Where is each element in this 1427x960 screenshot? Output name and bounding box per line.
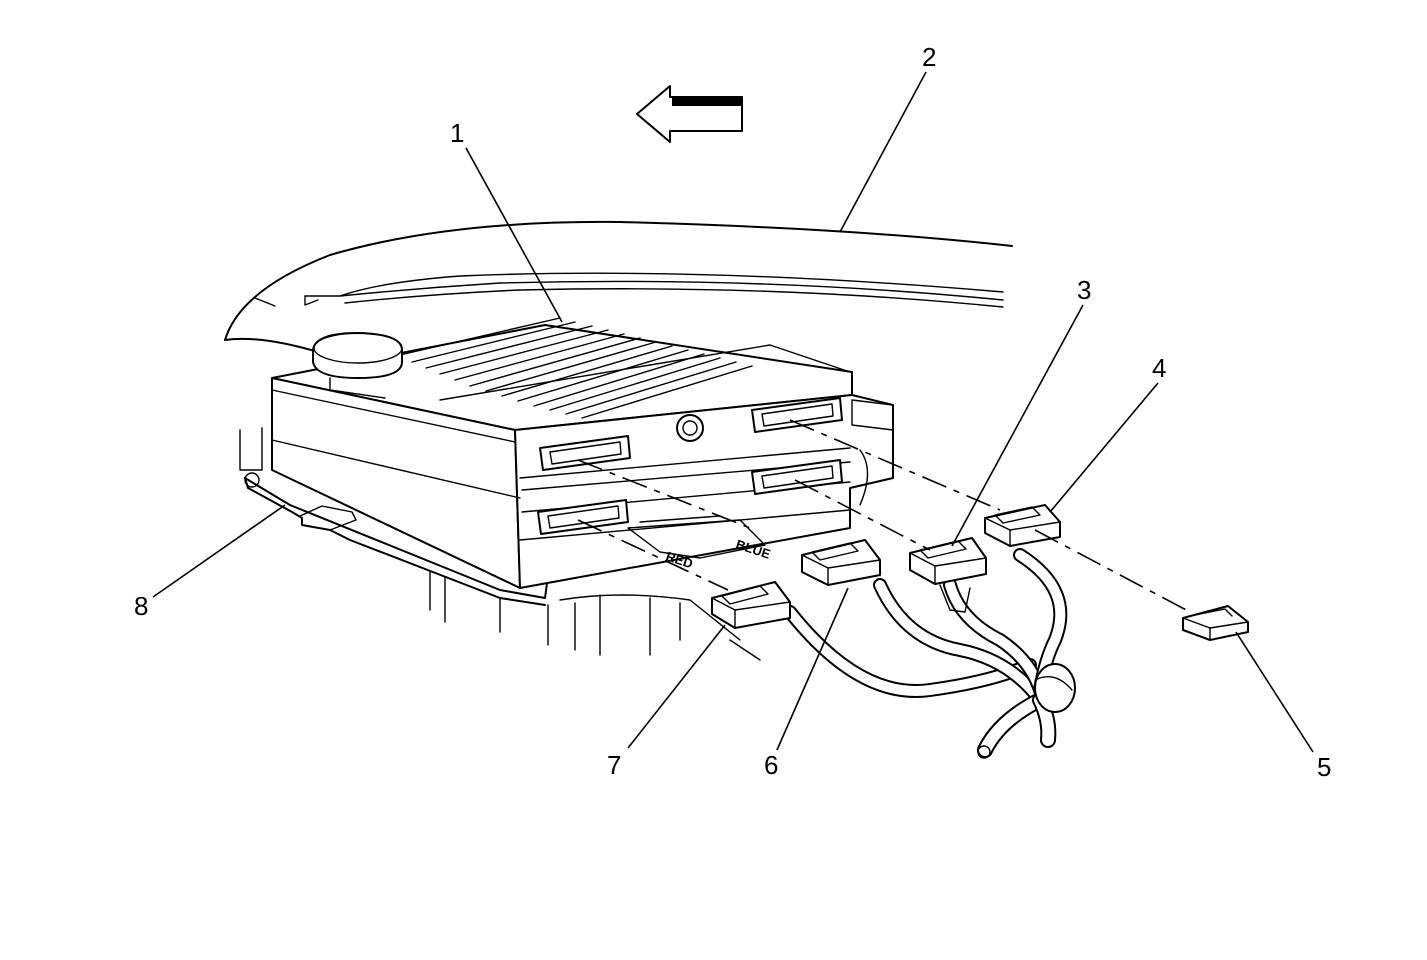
control-module: BLUE RED [271, 317, 894, 589]
connector-7 [711, 581, 791, 629]
connector-socket-upper-right [751, 397, 843, 433]
label-2: 2 [922, 42, 936, 72]
connector-socket-lower-left [537, 499, 629, 535]
label-1: 1 [450, 118, 464, 148]
connector-6 [801, 539, 881, 586]
connector-3 [909, 537, 987, 613]
connector-socket-lower-right [751, 459, 843, 495]
connector-4 [984, 504, 1061, 547]
direction-arrow-icon [636, 85, 743, 143]
upper-panel [224, 220, 1013, 353]
connector-socket-upper-left [539, 435, 631, 471]
label-3: 3 [1077, 275, 1091, 305]
label-6: 6 [764, 750, 778, 780]
label-4: 4 [1152, 353, 1166, 383]
callout-labels: 1 2 3 4 5 6 7 8 [134, 42, 1331, 782]
label-5: 5 [1317, 752, 1331, 782]
alignment-lines [577, 419, 1191, 613]
connector-retainer-5 [1182, 605, 1249, 641]
wiring-harness [783, 548, 1076, 759]
module-cap [312, 332, 403, 399]
leader-lines [152, 71, 1314, 753]
label-8: 8 [134, 591, 148, 621]
label-7: 7 [607, 750, 621, 780]
cooling-fins [399, 317, 851, 419]
